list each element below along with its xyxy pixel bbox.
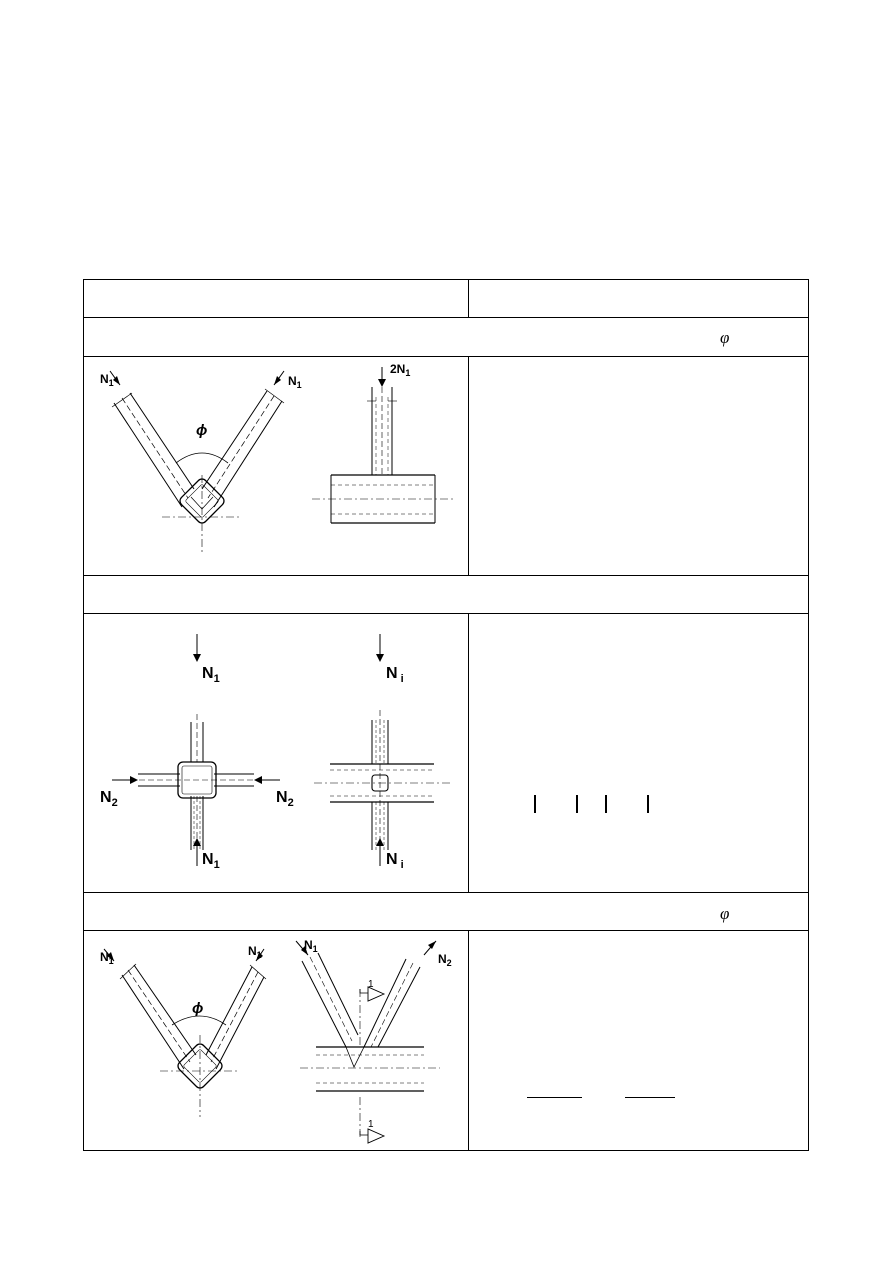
section-3-header-symbol: φ — [720, 904, 730, 923]
table-bottom-border — [83, 1150, 809, 1151]
angle-label: ϕ — [196, 422, 207, 439]
row-divider — [83, 575, 809, 576]
label-n1-left: N1 — [100, 950, 114, 966]
table-left-border — [83, 279, 84, 1151]
label-n1-bottom: N1 — [202, 851, 220, 871]
column-divider — [468, 279, 469, 318]
fraction-bar — [625, 1097, 675, 1098]
formula-bar — [605, 795, 607, 813]
row-divider — [83, 930, 809, 931]
label-n1-left: N1 — [100, 372, 114, 388]
formula-bar — [576, 795, 578, 813]
label-n1-right: N1 — [288, 374, 302, 390]
column-divider — [468, 356, 469, 576]
label-n2-left: N2 — [100, 789, 118, 809]
label-n1-top: N1 — [202, 665, 220, 685]
k-joint-gap-diagram: N1 N1 ϕ N1 N2 1 1 — [100, 938, 452, 1144]
column-divider — [468, 613, 469, 893]
label-n1-right: N1 — [248, 944, 262, 960]
label-n2-gap: N2 — [438, 952, 452, 968]
angle-label: ϕ — [192, 1000, 203, 1017]
label-2n1: 2N1 — [390, 362, 410, 378]
formula-bar — [647, 795, 649, 813]
row-divider — [83, 317, 809, 318]
row-divider — [83, 613, 809, 614]
joint-table: φ φ — [83, 279, 809, 1151]
section-mark-bottom: 1 — [368, 1119, 374, 1130]
column-divider — [468, 930, 469, 1151]
label-n1-gap: N1 — [304, 938, 318, 954]
section-mark-top: 1 — [368, 979, 374, 990]
fraction-bar — [527, 1097, 582, 1098]
row-divider — [83, 892, 809, 893]
row-divider — [83, 356, 809, 357]
label-n2-right: N2 — [276, 789, 294, 809]
k-joint-diagram: N1 N1 ϕ 2N1 — [100, 362, 454, 552]
formula-bar — [534, 795, 536, 813]
section-1-header-symbol: φ — [720, 328, 730, 347]
table-top-border — [83, 279, 809, 280]
table-right-border — [808, 279, 809, 1151]
